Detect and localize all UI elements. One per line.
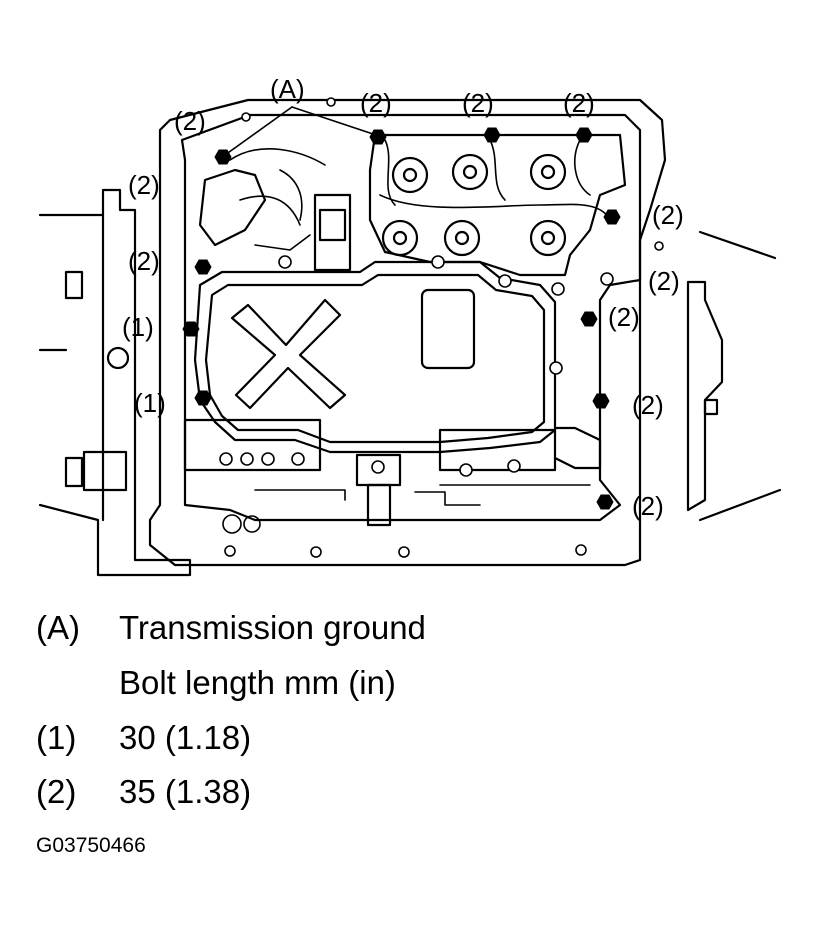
oil-strainer: [193, 260, 557, 454]
legend-text: 30 (1.18): [119, 719, 252, 756]
legend-key: (1): [36, 719, 77, 756]
callout-2: (2): [648, 266, 680, 296]
legend-text: Transmission ground: [119, 609, 426, 646]
bolt-2: [369, 129, 387, 145]
right-case-outline: [686, 230, 782, 522]
lower-plate: [183, 418, 602, 527]
callout-2: (2): [360, 88, 392, 118]
bolts: [182, 97, 664, 558]
callout-2: (2): [128, 246, 160, 276]
valve-body-outline: [148, 98, 667, 567]
callout-2: (2): [174, 106, 206, 136]
callout-2: (2): [563, 88, 595, 118]
callout-2: (2): [462, 88, 494, 118]
callout-1: (1): [134, 388, 166, 418]
bolt-2: [483, 127, 501, 143]
bolt-2: [194, 259, 212, 275]
bolt-1: [182, 321, 200, 337]
bolt-2: [596, 494, 614, 510]
callout-2: (2): [652, 200, 684, 230]
figure-id: G03750466: [36, 834, 146, 857]
callout-2: (2): [632, 390, 664, 420]
legend-text: Bolt length mm (in): [119, 664, 396, 701]
callout-labels: (A) (2) (2) (2) (2) (2) (2) (2) (2) (2) …: [122, 74, 684, 521]
callout-2: (2): [608, 302, 640, 332]
callout-a-leaders: [224, 106, 377, 156]
valve-body-diagram: (A) (2) (2) (2) (2) (2) (2) (2) (2) (2) …: [38, 74, 782, 577]
callout-a: (A): [270, 74, 305, 104]
callout-2: (2): [632, 491, 664, 521]
legend-key: (A): [36, 609, 80, 646]
callout-2: (2): [128, 170, 160, 200]
bolt-2: [603, 209, 621, 225]
bolt-2: [580, 311, 598, 327]
legend-key: (2): [36, 773, 77, 810]
solenoid-assembly: [198, 133, 627, 277]
legend-text: 35 (1.38): [119, 773, 252, 810]
bolt-2: [575, 127, 593, 143]
bolt-2: [592, 393, 610, 409]
callout-1: (1): [122, 312, 154, 342]
bolt-1: [194, 390, 212, 406]
left-case-outline: [38, 188, 192, 577]
